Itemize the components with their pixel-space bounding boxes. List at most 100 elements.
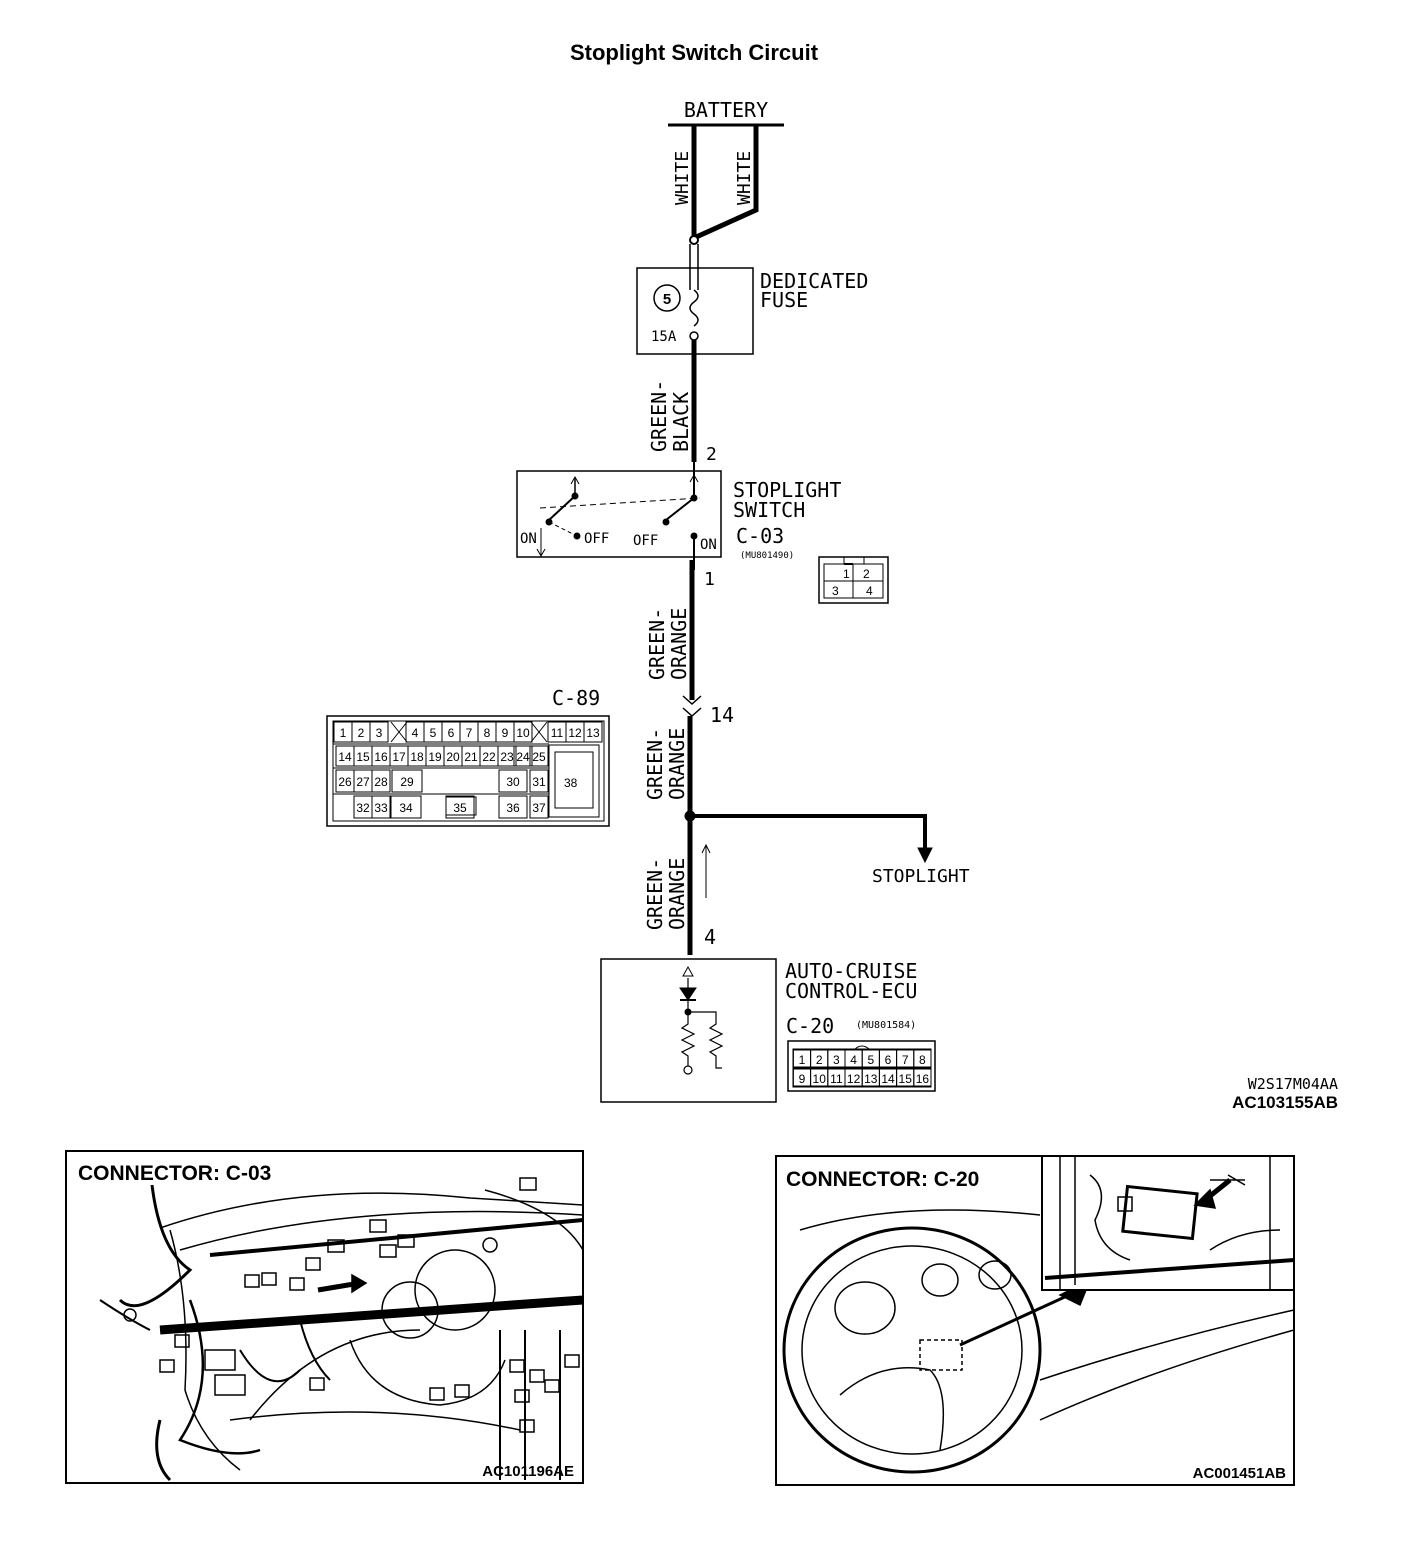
pin-cell	[371, 795, 391, 819]
wire-color-green-orange-1b: ORANGE	[667, 608, 691, 680]
stoplight-switch	[516, 462, 722, 570]
fuse-label-2: FUSE	[760, 288, 808, 312]
c89-pin-18: 18	[410, 750, 424, 764]
c03-pin-4: 4	[866, 584, 873, 598]
wire-color-green-orange-2a: GREEN-	[643, 728, 667, 800]
pin-cell	[371, 769, 391, 793]
switch-label-2: SWITCH	[733, 498, 805, 522]
c03-pin-1: 1	[843, 567, 850, 581]
fuse-number: 5	[663, 291, 671, 308]
stoplight-label: STOPLIGHT	[872, 866, 970, 887]
ecu-box	[600, 958, 777, 1103]
pin-cell	[529, 745, 549, 767]
c20-pin-7: 7	[902, 1053, 909, 1067]
panel-left-code: AC101196AE	[482, 1463, 574, 1480]
c89-connector-face	[326, 715, 610, 827]
c89-pin-4: 4	[412, 726, 419, 740]
c03-connector-face	[818, 556, 889, 604]
pin-cell	[529, 769, 549, 793]
c89-pin-37: 37	[532, 801, 546, 815]
page-title: Stoplight Switch Circuit	[570, 40, 819, 65]
c20-pin-4: 4	[850, 1053, 857, 1067]
battery: BATTERY	[668, 98, 784, 127]
switch-state-on-left: ON	[520, 531, 537, 547]
c89-pin-11: 11	[551, 726, 564, 740]
c20-pin-15: 15	[899, 1072, 913, 1086]
pin-cell	[498, 769, 528, 793]
fuse-label-1: DEDICATED	[760, 269, 868, 293]
c89-pin-10: 10	[516, 726, 530, 740]
c89-pin-6: 6	[448, 726, 455, 740]
c20-pin-2: 2	[816, 1053, 823, 1067]
pin-cell	[513, 721, 533, 743]
ref-code-2: AC103155AB	[1232, 1093, 1338, 1112]
switch-pin-1: 1	[704, 569, 715, 590]
fuse-rating: 15A	[651, 329, 677, 345]
pin-cell	[391, 769, 423, 793]
c89-pin-24: 24	[516, 750, 530, 764]
pin-cell	[445, 795, 475, 819]
ecu-pin-4: 4	[704, 925, 716, 949]
c03-pin-2: 2	[863, 567, 870, 581]
c89-pin-1: 1	[340, 726, 347, 740]
c89-pin-21: 21	[464, 750, 478, 764]
wire-color-green-orange-3b: ORANGE	[665, 858, 689, 930]
pin-cell	[497, 745, 517, 767]
switch-state-off-right: OFF	[633, 533, 658, 549]
c89-pin-20: 20	[446, 750, 460, 764]
c89-pin-33: 33	[374, 801, 388, 815]
c20-pin-16: 16	[916, 1072, 930, 1086]
c89-pin-38: 38	[564, 776, 578, 790]
c89-pin-36: 36	[506, 801, 520, 815]
switch-label-1: STOPLIGHT	[733, 478, 841, 502]
c20-pin-12: 12	[847, 1072, 861, 1086]
c89-pin-23: 23	[500, 750, 514, 764]
c20-pin-14: 14	[881, 1072, 895, 1086]
c89-pin-8: 8	[484, 726, 491, 740]
stoplight-branch	[684, 810, 933, 864]
c20-pin-5: 5	[867, 1053, 874, 1067]
wire-color-green-orange-3a: GREEN-	[643, 858, 667, 930]
c89-pin-17: 17	[392, 750, 406, 764]
c20-pin-11: 11	[830, 1072, 843, 1086]
c89-pin-35: 35	[453, 801, 467, 815]
pin-cell	[369, 721, 389, 743]
c89-pin-31: 31	[532, 775, 546, 789]
switch-pin-2: 2	[706, 444, 717, 465]
panel-left-title: CONNECTOR: C-03	[78, 1162, 271, 1185]
pin-cell	[498, 795, 528, 819]
ecu-label-2: CONTROL-ECU	[785, 979, 917, 1003]
switch-state-off-left: OFF	[584, 531, 609, 547]
c89-pin-30: 30	[506, 775, 520, 789]
ecu-connector-id: C-20	[786, 1014, 834, 1038]
wire-color-white-left: WHITE	[672, 151, 693, 205]
c89-pin-5: 5	[430, 726, 437, 740]
c20-pin-6: 6	[885, 1053, 892, 1067]
c20-connector-face	[787, 1040, 936, 1092]
pin-cell	[529, 795, 549, 819]
c89-pin-13: 13	[586, 726, 600, 740]
pin-cell	[513, 745, 533, 767]
c89-pin-9: 9	[502, 726, 509, 740]
battery-label: BATTERY	[684, 98, 768, 122]
c20-pin-8: 8	[919, 1053, 926, 1067]
switch-connector-id: C-03	[736, 524, 784, 548]
panel-right-title: CONNECTOR: C-20	[786, 1168, 979, 1191]
pin-cell	[390, 795, 422, 819]
inset-detail	[1041, 1155, 1295, 1291]
current-direction-arrow	[701, 843, 711, 898]
pin-cell	[913, 1068, 932, 1087]
c20-pin-1: 1	[799, 1053, 806, 1067]
wire-color-green-orange-2b: ORANGE	[665, 728, 689, 800]
c89-pin-34: 34	[399, 801, 413, 815]
wire-color-green-black-2: BLACK	[669, 392, 693, 452]
c89-pin-16: 16	[374, 750, 388, 764]
c20-pin-10: 10	[813, 1072, 827, 1086]
pin-cell	[913, 1049, 932, 1068]
switch-state-on-right: ON	[700, 537, 717, 553]
ecu-label-1: AUTO-CRUISE	[785, 959, 917, 983]
c20-pin-13: 13	[864, 1072, 878, 1086]
c89-pin-28: 28	[374, 775, 388, 789]
